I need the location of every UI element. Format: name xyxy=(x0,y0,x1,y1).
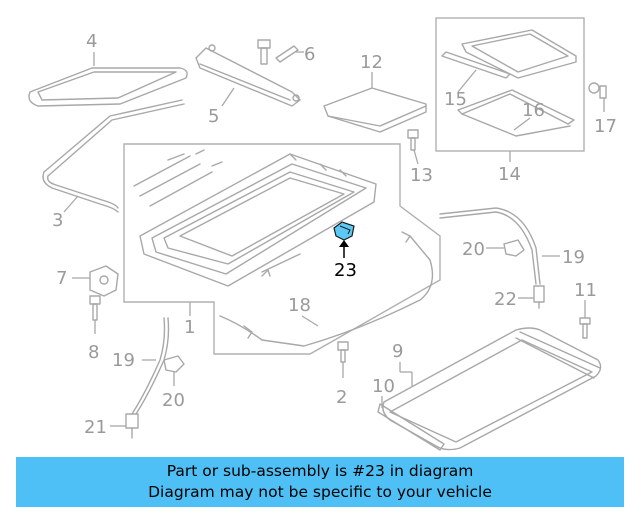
part-9-sunshade-assembly[interactable] xyxy=(382,327,602,451)
part-13-bolt[interactable] xyxy=(407,129,419,151)
part-10-sunshade-edge[interactable] xyxy=(377,403,445,451)
part-14-glass-assembly[interactable] xyxy=(461,29,577,79)
group-1-box xyxy=(123,143,441,355)
part-12-sunshade-panel[interactable] xyxy=(323,87,427,133)
callout-1[interactable]: 1 xyxy=(184,317,195,338)
callout-11[interactable]: 11 xyxy=(574,280,597,301)
banner-line-1: Part or sub-assembly is #23 in diagram xyxy=(166,462,474,480)
callout-7[interactable]: 7 xyxy=(56,268,67,289)
arrow-23-icon xyxy=(339,240,349,247)
callout-19-left[interactable]: 19 xyxy=(112,350,135,371)
part-21-valve[interactable] xyxy=(125,413,139,439)
part-1-sunroof-frame[interactable] xyxy=(133,149,377,287)
part-8-bolt[interactable] xyxy=(89,295,101,321)
callout-8[interactable]: 8 xyxy=(88,342,99,363)
part-17-screw[interactable] xyxy=(588,82,607,99)
part-6-fasteners[interactable] xyxy=(257,39,299,65)
part-15-seal[interactable] xyxy=(441,51,511,79)
part-20-grommet-right[interactable] xyxy=(503,239,525,257)
part-18-drain-hose[interactable] xyxy=(219,231,434,347)
part-2-bolt[interactable] xyxy=(337,341,349,363)
callout-17[interactable]: 17 xyxy=(594,116,617,137)
callout-20-right[interactable]: 20 xyxy=(462,239,485,260)
part-20-grommet-left[interactable] xyxy=(163,355,185,373)
leader-13 xyxy=(413,149,419,165)
leader-5 xyxy=(221,87,235,107)
leader-3 xyxy=(63,195,79,213)
banner-line-2: Diagram may not be specific to your vehi… xyxy=(148,483,492,501)
part-19-drain-tube-right[interactable] xyxy=(439,207,541,285)
callout-16[interactable]: 16 xyxy=(522,100,545,121)
callout-9[interactable]: 9 xyxy=(392,341,403,362)
callout-12[interactable]: 12 xyxy=(360,52,383,73)
callout-15[interactable]: 15 xyxy=(444,89,467,110)
part-11-bolt[interactable] xyxy=(579,317,591,339)
callout-18[interactable]: 18 xyxy=(288,295,311,316)
part-22-valve[interactable] xyxy=(533,285,545,309)
callout-20-left[interactable]: 20 xyxy=(162,390,185,411)
part-7-motor[interactable] xyxy=(89,265,119,297)
callout-2[interactable]: 2 xyxy=(336,387,347,408)
info-banner: Part or sub-assembly is #23 in diagram D… xyxy=(16,457,624,507)
parts-diagram: 4 3 5 6 12 13 xyxy=(28,17,617,451)
part-5-wind-deflector[interactable] xyxy=(195,44,301,107)
part-3-weatherstrip[interactable] xyxy=(42,99,185,213)
callout-5[interactable]: 5 xyxy=(208,106,219,127)
part-4-glass-panel[interactable] xyxy=(28,67,188,107)
leader-15 xyxy=(457,69,477,93)
leader-18 xyxy=(301,315,319,327)
callout-22[interactable]: 22 xyxy=(494,289,517,310)
part-23-clip-highlighted[interactable] xyxy=(333,221,355,241)
part-16-frame-seal[interactable] xyxy=(457,89,575,137)
callout-4[interactable]: 4 xyxy=(86,31,97,52)
callout-10[interactable]: 10 xyxy=(372,376,395,397)
callout-23[interactable]: 23 xyxy=(334,260,357,281)
callout-3[interactable]: 3 xyxy=(52,210,63,231)
callout-6[interactable]: 6 xyxy=(304,44,315,65)
callout-19-right[interactable]: 19 xyxy=(562,247,585,268)
callout-13[interactable]: 13 xyxy=(410,165,433,186)
leader-16 xyxy=(513,117,531,131)
callout-14[interactable]: 14 xyxy=(498,164,521,185)
callout-21[interactable]: 21 xyxy=(84,417,107,438)
